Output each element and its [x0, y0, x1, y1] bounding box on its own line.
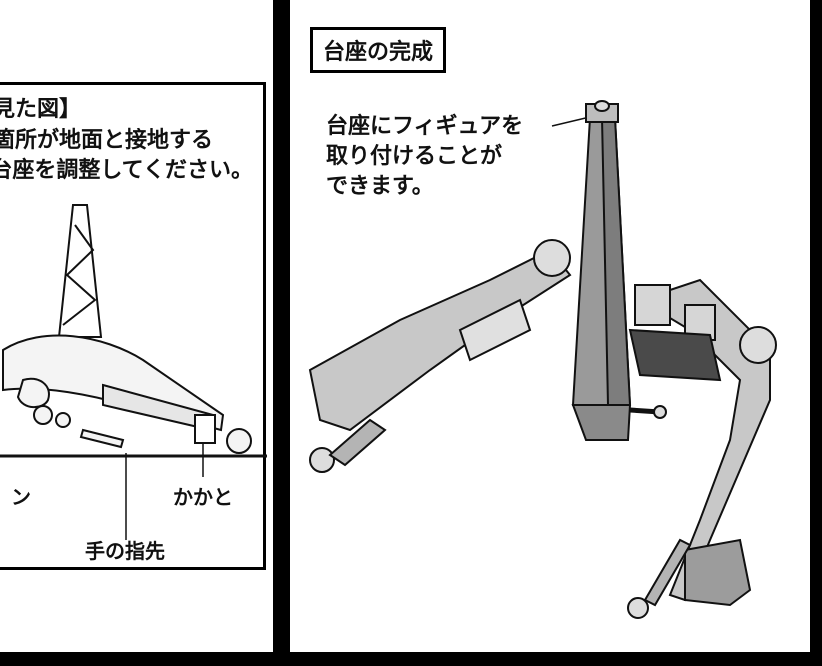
callout-line-2: 台座を調整してください。	[0, 158, 253, 183]
hand	[79, 428, 125, 449]
note-line-3: できます。	[326, 174, 434, 199]
note-line-2: 取り付けることが	[326, 144, 503, 169]
right-panel: 台座の完成 台座にフィギュアを 取り付けることが できます。	[290, 0, 810, 652]
note-line-1: 台座にフィギュアを	[326, 114, 524, 139]
completed-stand-illustration	[308, 100, 777, 619]
completion-note: 台座にフィギュアを 取り付けることが できます。	[326, 112, 523, 202]
ground-contact-illustration	[0, 204, 267, 540]
figure-arm-left	[308, 248, 572, 432]
callout-title: 見た図】	[0, 97, 82, 122]
callout-line-1: 箇所が地面と接地する	[0, 128, 214, 153]
left-panel: 見た図】 箇所が地面と接地する 台座を調整してください。 ン かかと 手の指先	[0, 0, 273, 652]
figure-torso	[628, 328, 722, 382]
stand-base	[571, 404, 632, 441]
heel-ball	[226, 428, 252, 454]
support-tower	[57, 204, 103, 338]
label-fingertip: 手の指先	[85, 539, 165, 563]
label-partial: ン	[11, 485, 31, 509]
step-title: 台座の完成	[310, 27, 447, 73]
label-heel: かかと	[173, 485, 233, 509]
ground-contact-callout: 見た図】 箇所が地面と接地する 台座を調整してください。 ン かかと 手の指先	[0, 82, 267, 570]
